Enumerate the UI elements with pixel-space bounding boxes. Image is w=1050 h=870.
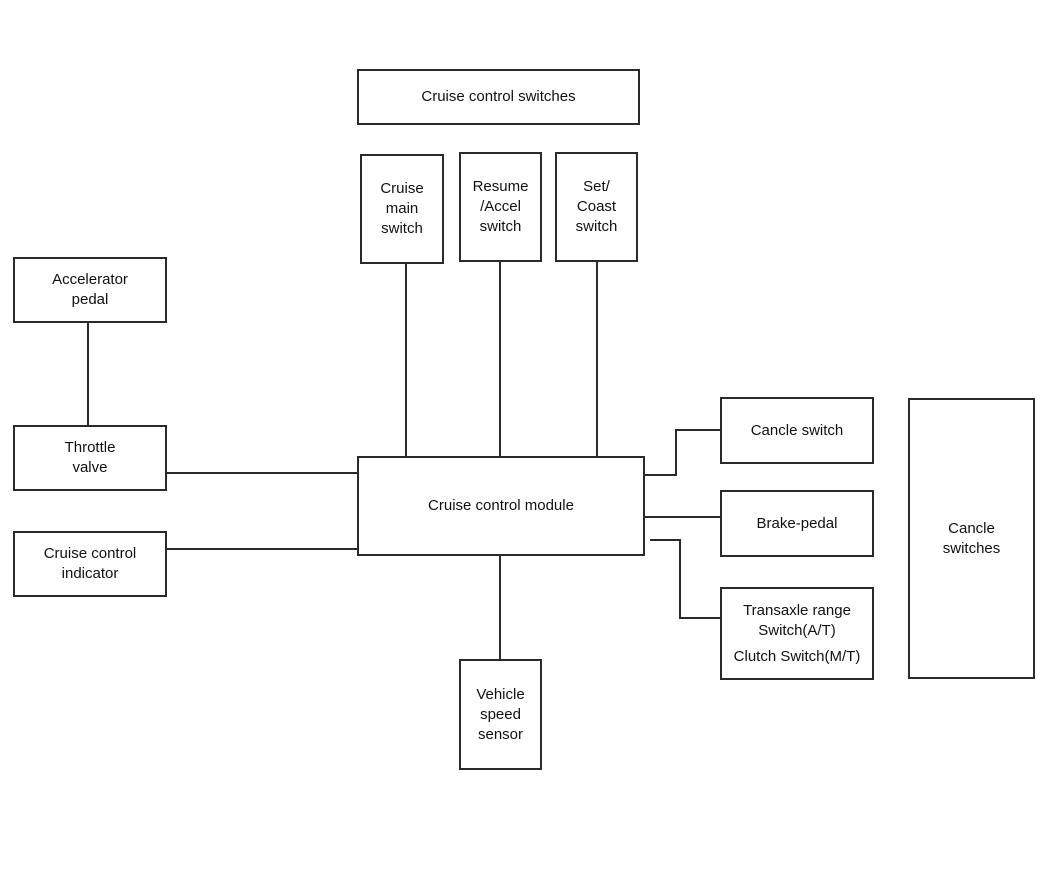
cancle-switch-box: Cancle switch [720, 397, 874, 464]
cruise-control-switches-label: Cruise control switches [421, 88, 576, 105]
connector-transaxle [650, 539, 721, 619]
cancle-switches-box: Cancle switches [908, 398, 1035, 679]
accelerator-pedal-box: Accelerator pedal [13, 257, 167, 323]
resume-accel-switch-label: Resume /Accel switch [472, 178, 529, 235]
throttle-valve-box: Throttle valve [13, 425, 167, 491]
cruise-control-switches-box: Cruise control switches [357, 69, 640, 125]
set-coast-switch-box: Set/ Coast switch [555, 152, 638, 262]
clutch-switch-label: Clutch Switch(M/T) [733, 647, 861, 665]
brake-pedal-box: Brake-pedal [720, 490, 874, 557]
cruise-main-switch-box: Cruise main switch [360, 154, 444, 264]
vehicle-speed-sensor-label: Vehicle speed sensor [476, 685, 525, 743]
resume-accel-switch-box: Resume /Accel switch [459, 152, 542, 262]
cruise-main-switch-label: Cruise main switch [380, 180, 424, 237]
transaxle-clutch-switch-box: Transaxle range Switch(A/T) Clutch Switc… [720, 587, 874, 680]
accelerator-pedal-label: Accelerator pedal [52, 271, 128, 308]
vehicle-speed-sensor-box: Vehicle speed sensor [459, 659, 542, 770]
cruise-control-module-box: Cruise control module [357, 456, 645, 556]
cruise-control-indicator-box: Cruise control indicator [13, 531, 167, 597]
brake-pedal-label: Brake-pedal [756, 514, 838, 532]
cancle-switches-label: Cancle switches [942, 519, 1001, 557]
connector-cancle-switch [644, 429, 721, 476]
transaxle-range-switch-label: Transaxle range Switch(A/T) [743, 601, 851, 639]
set-coast-switch-label: Set/ Coast switch [575, 178, 618, 235]
throttle-valve-label: Throttle valve [64, 439, 116, 476]
cancle-switch-label: Cancle switch [750, 421, 844, 439]
cruise-control-module-label: Cruise control module [428, 497, 574, 514]
cruise-control-indicator-label: Cruise control indicator [43, 545, 137, 582]
